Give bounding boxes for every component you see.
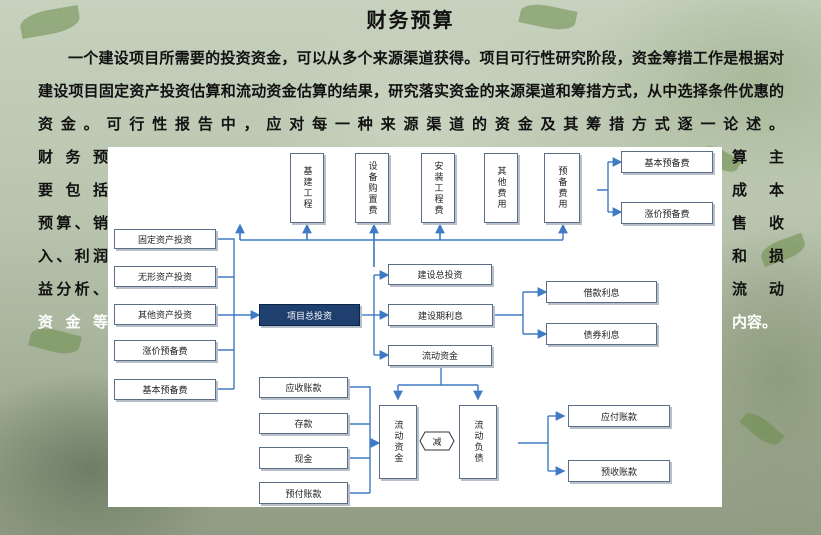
side-right-line: 和损 [732, 247, 784, 265]
side-right-line: 流动 [732, 280, 784, 298]
cost-box: 基建工程 [290, 153, 324, 223]
input-box: 涨价预备费 [114, 340, 216, 361]
side-text-left: 财务预 要包括 预算、销 入、利润 益分析、 资金等 [38, 141, 108, 339]
connector-lines [216, 157, 623, 494]
reserve-box: 涨价预备费 [621, 202, 713, 224]
liability-item-box: 应付账款 [568, 405, 670, 427]
side-left-line: 要包括 [38, 181, 108, 199]
side-left-line: 入、利润 [38, 247, 108, 265]
current-liabilities-box: 流动负债 [459, 405, 497, 479]
asset-item-box: 应收账款 [259, 377, 348, 398]
hub-box: 项目总投资 [259, 304, 360, 326]
input-box: 固定资产投资 [114, 229, 216, 249]
side-right-line: 售收 [732, 214, 784, 232]
side-left-line: 预算、销 [38, 214, 108, 232]
cost-box: 其他费用 [484, 153, 518, 223]
interest-box: 债券利息 [546, 323, 657, 345]
cost-box: 预备费用 [544, 153, 580, 223]
side-left-line: 资金等 [38, 313, 108, 331]
input-box: 其他资产投资 [114, 304, 216, 325]
input-box: 基本预备费 [114, 379, 216, 400]
page-title: 财务预算 [366, 8, 455, 32]
cost-box: 安装工程费 [421, 153, 455, 223]
minus-label: 减 [432, 437, 442, 448]
side-right-line: 内容。 [732, 313, 778, 331]
investment-diagram: 基建工程 设备购置费 安装工程费 其他费用 预备费用 基本预备费 涨价预备费 固… [108, 147, 722, 507]
intro-paragraph: 一个建设项目所需要的投资资金，可以从多个来源渠道获得。项目可行性研究阶段，资金筹… [38, 49, 784, 133]
asset-item-box: 存款 [259, 413, 348, 434]
middle-box: 流动资金 [388, 345, 492, 366]
side-right-line: 算主 [732, 148, 784, 166]
current-assets-box: 流动资金 [379, 405, 417, 479]
side-left-line: 益分析、 [38, 280, 108, 298]
input-box: 无形资产投资 [114, 266, 216, 287]
liability-item-box: 预收账款 [568, 460, 670, 482]
middle-box: 建设期利息 [388, 304, 493, 326]
side-right-line: 成本 [732, 181, 784, 199]
middle-box: 建设总投资 [388, 264, 492, 285]
reserve-box: 基本预备费 [621, 151, 713, 173]
side-left-line: 财务预 [38, 148, 108, 166]
minus-hexagon: 减 [419, 431, 455, 451]
cost-box: 设备购置费 [355, 153, 389, 223]
side-text-right: 算主 成本 售收 和损 流动 内容。 [732, 141, 784, 339]
asset-item-box: 现金 [259, 447, 348, 469]
interest-box: 借款利息 [546, 281, 657, 303]
asset-item-box: 预付账款 [259, 482, 348, 504]
